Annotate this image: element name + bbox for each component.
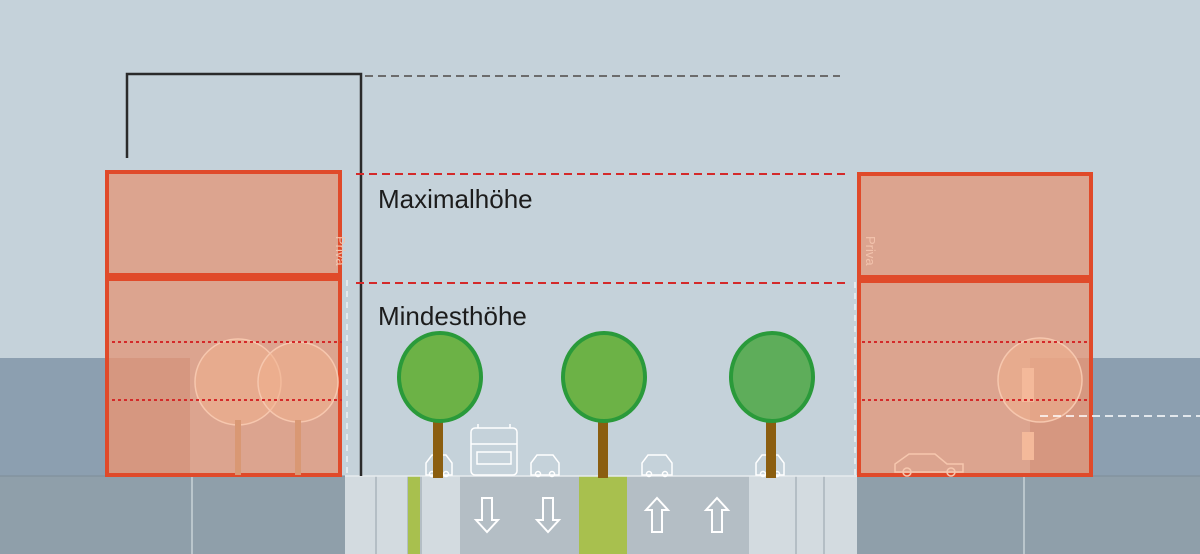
building-right-upper	[857, 172, 1093, 279]
bike-lane-left	[377, 476, 407, 554]
height-profile-line	[125, 72, 363, 476]
tree-trunk	[433, 416, 443, 478]
arrow-up-icon	[703, 496, 731, 533]
arrow-down-icon	[473, 497, 501, 534]
car-icon	[641, 454, 673, 478]
building-right: Priva	[857, 172, 1093, 477]
facade-label-right: Priva	[863, 236, 878, 266]
ground-left	[0, 476, 345, 554]
min-height-label: Mindesthöhe	[378, 301, 527, 331]
bike-lane-right	[797, 476, 823, 554]
tree-crown	[397, 331, 483, 423]
car-icon	[530, 454, 560, 478]
lane-arrows	[473, 496, 731, 534]
car-icon	[894, 453, 964, 477]
arrow-up-icon	[643, 496, 671, 533]
tree-crown	[729, 331, 815, 423]
sidewalk-strip-left	[345, 476, 375, 554]
building-left: Priva	[105, 170, 348, 477]
tree-crown	[561, 331, 647, 423]
green-strip-left	[408, 476, 420, 554]
neighbor-building-right	[1090, 358, 1200, 476]
tree-trunk	[766, 416, 776, 478]
parking-strip-left	[422, 476, 460, 554]
facade-label-left: Priva	[333, 236, 348, 266]
tree-trunk	[598, 416, 608, 478]
arrow-down-icon	[534, 497, 562, 534]
sidewalk-strip-right	[825, 476, 857, 554]
car-icon	[425, 454, 453, 478]
max-height-label: Maximalhöhe	[378, 184, 533, 214]
street-tree-2	[561, 331, 647, 478]
street	[345, 475, 857, 554]
bus-icon	[470, 424, 518, 476]
building-left-upper	[105, 170, 342, 277]
neighbor-building-left	[0, 358, 108, 476]
median-green	[579, 476, 627, 554]
parking-strip-right	[749, 476, 795, 554]
ground-right	[857, 476, 1200, 554]
street-tree-3	[729, 331, 815, 478]
street-tree-1	[397, 331, 483, 478]
vehicles	[425, 424, 785, 478]
